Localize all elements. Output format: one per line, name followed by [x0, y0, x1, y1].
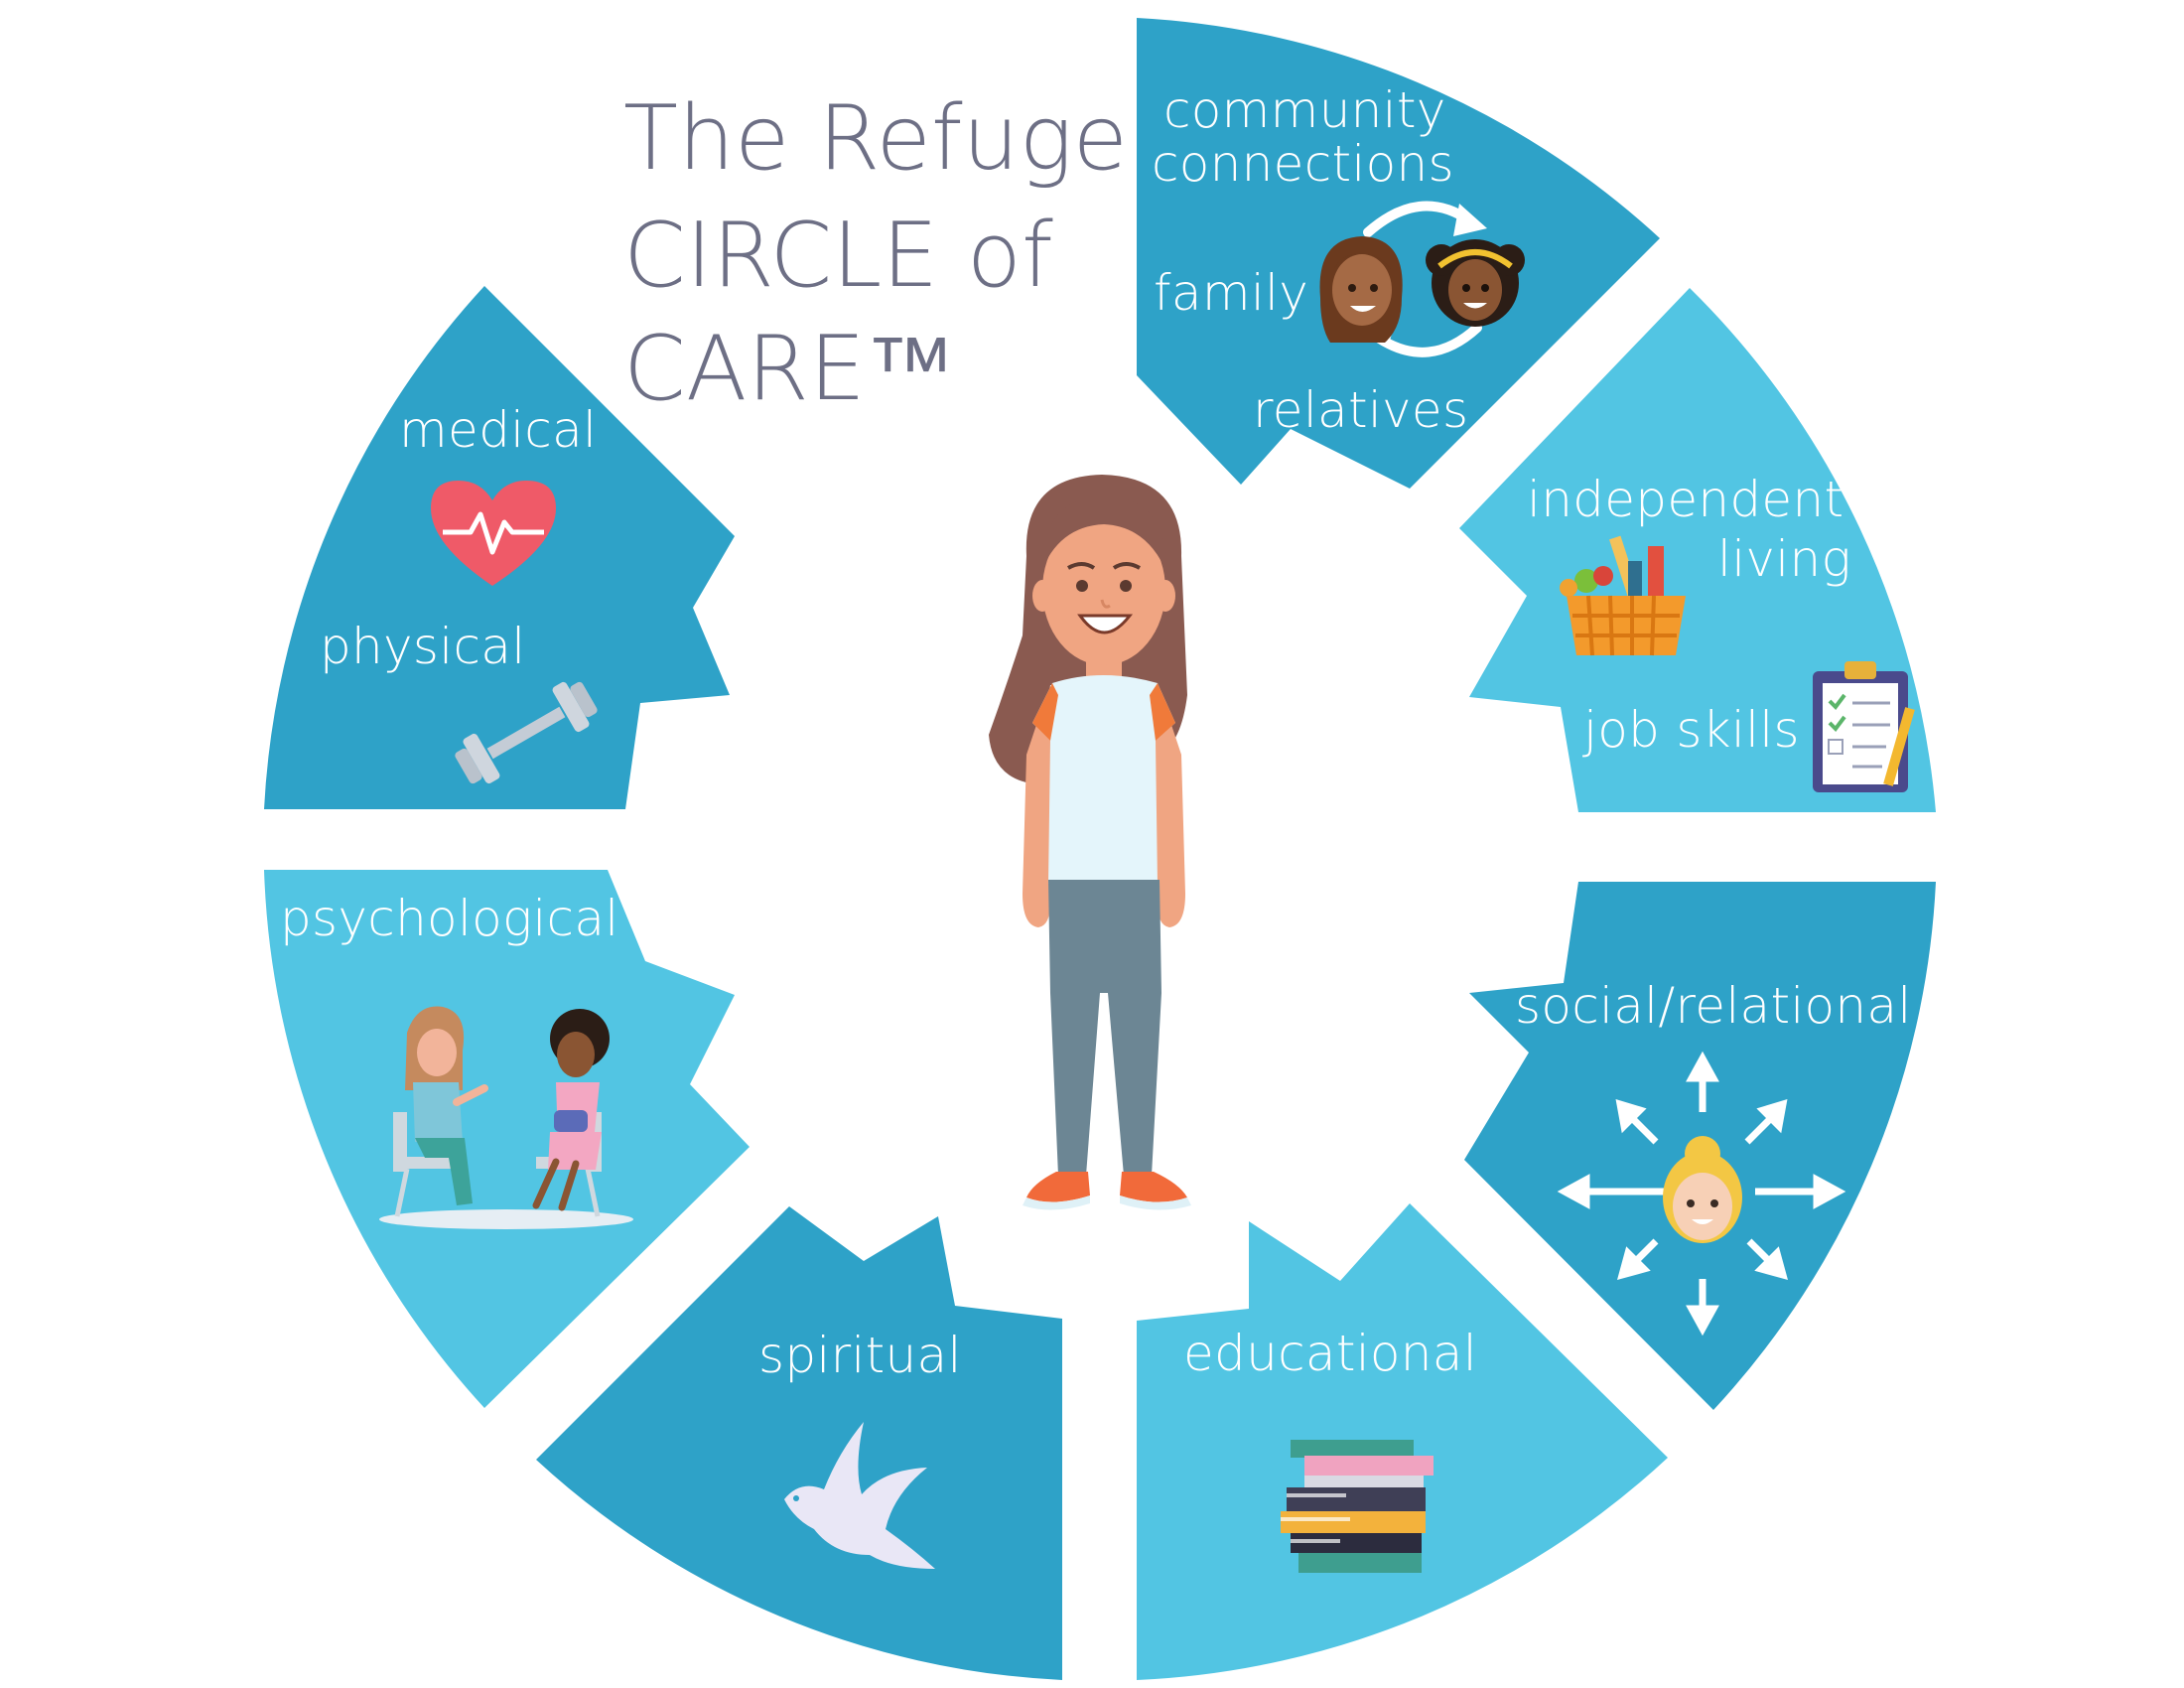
- relatives-label: relatives: [1253, 381, 1468, 439]
- title-line-2: CIRCLE of: [623, 204, 1053, 308]
- community-label-1: community: [1163, 81, 1446, 139]
- girl-figure-icon: [989, 475, 1191, 1210]
- job-skills-label: job skills: [1582, 701, 1800, 759]
- social-label: social/relational: [1515, 977, 1912, 1035]
- medical-label: medical: [399, 401, 597, 459]
- girl-face-icon: [1426, 239, 1525, 327]
- independent-label-1: independent: [1527, 471, 1843, 528]
- segment-spiritual: [536, 1206, 1062, 1680]
- physical-label: physical: [320, 618, 525, 675]
- grocery-basket-icon: [1560, 535, 1686, 656]
- family-label: family: [1154, 264, 1308, 322]
- segment-psychological: [264, 870, 750, 1408]
- counseling-session-icon: [379, 1006, 633, 1229]
- title-line-3: CARE™: [623, 317, 955, 421]
- heart-pulse-icon: [431, 481, 556, 586]
- psychological-label: psychological: [280, 890, 618, 947]
- woman-face-icon: [1319, 236, 1403, 343]
- dumbbell-icon: [455, 681, 598, 784]
- community-label-2: connections: [1152, 135, 1454, 193]
- independent-label-2: living: [1717, 530, 1851, 588]
- blonde-face-icon: [1663, 1136, 1742, 1243]
- educational-label: educational: [1183, 1325, 1477, 1382]
- dove-icon: [784, 1422, 935, 1569]
- title-line-1: The Refuge: [623, 86, 1128, 191]
- clipboard-checklist-icon: [1813, 661, 1915, 792]
- book-stack-icon: [1281, 1440, 1433, 1573]
- spiritual-label: spiritual: [758, 1327, 962, 1384]
- segment-community: [1137, 18, 1660, 489]
- outward-arrows-icon: [1557, 1051, 1846, 1336]
